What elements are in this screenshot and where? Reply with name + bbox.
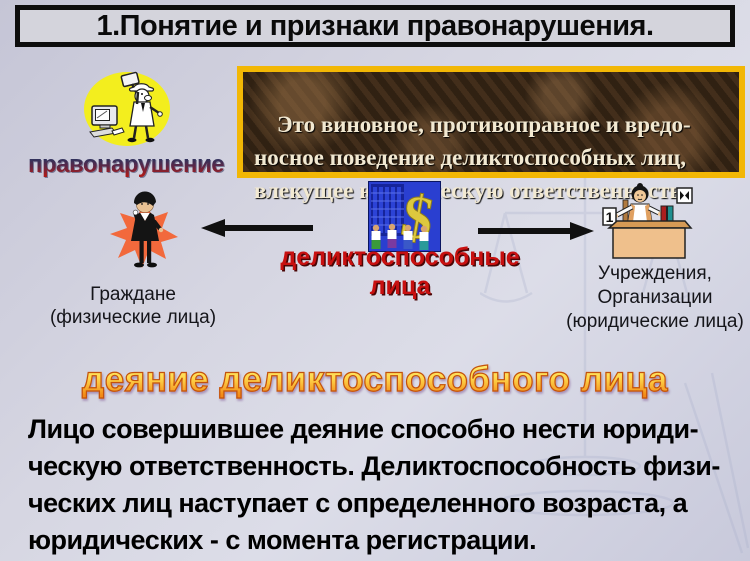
card-digit: 1 [606,209,614,225]
slide-title-bar: 1.Понятие и признаки правонарушения. [15,5,735,47]
clerk-at-desk-icon: 1 [602,183,693,259]
definition-box: Это виновное, противоправное и вредо- но… [237,66,745,203]
man-in-black-suit-icon [110,191,178,268]
offense-label: правонарушение [20,151,232,179]
right-entity-label: Учреждения, Организации (юридические лиц… [566,263,744,332]
dollar-statue-with-people-icon: $ [368,181,441,252]
body-paragraph: Лицо совершившее деяние способно нести ю… [28,414,720,555]
left-arrow [201,219,313,237]
act-heading: деяние деликтоспособного лица [45,359,705,400]
hammer-smashing-computer-icon [84,71,170,146]
page-title: 1.Понятие и признаки правонарушения. [96,9,654,42]
left-entity-label: Граждане (физические лица) [49,284,217,328]
scales-of-justice-watermark [480,162,750,554]
right-arrow [478,222,594,240]
definition-text: Это виновное, противоправное и вредо- но… [254,112,691,203]
center-label: деликтоспособные лица [280,243,520,300]
